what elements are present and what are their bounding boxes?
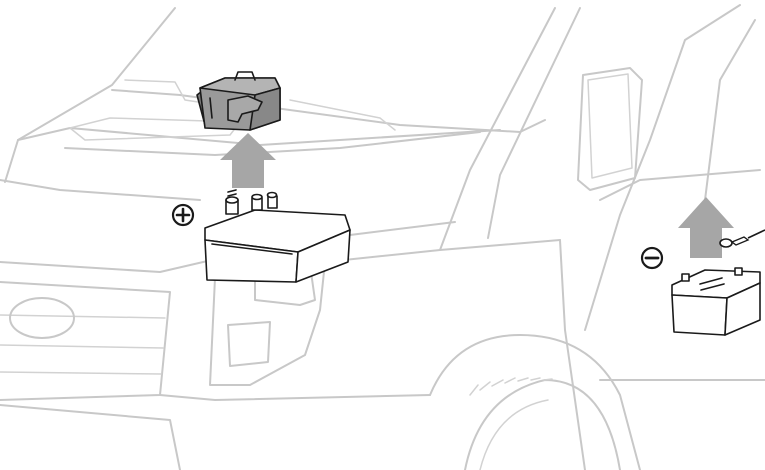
up-arrow-icon	[678, 197, 734, 258]
hood-crease	[64, 131, 481, 156]
battery-front	[671, 294, 728, 336]
bumper-top	[159, 394, 431, 401]
grille-outline	[0, 281, 171, 401]
terminal-cover	[196, 71, 281, 131]
positive-post	[734, 267, 743, 276]
a-pillar-left-line	[4, 7, 176, 183]
cover-clip	[227, 95, 263, 123]
plus-sign-icon	[175, 207, 191, 223]
fender-top	[324, 239, 561, 263]
terminal-post-cap	[225, 196, 239, 204]
ground-lead	[719, 229, 765, 248]
terminal-thread	[227, 189, 237, 197]
tyre-inner	[479, 399, 549, 470]
badge-oval	[9, 297, 75, 339]
cover-hinge	[234, 71, 256, 81]
bumper-line	[0, 404, 181, 470]
van-outline	[0, 4, 765, 470]
hood-side-line	[0, 179, 201, 201]
connector-b-cap	[266, 191, 278, 199]
ring-terminal-crimp	[730, 236, 750, 246]
battery-lid-edge	[211, 243, 293, 255]
grille-bars	[0, 314, 166, 375]
ring-terminal-icon	[719, 238, 733, 248]
battery-side	[724, 282, 761, 336]
arrow-cover-to-battery	[220, 133, 276, 188]
mirror-glass	[587, 73, 633, 179]
cover-top-face	[199, 77, 281, 96]
ground-cable	[747, 229, 765, 239]
headlamp-lower-lens	[227, 321, 271, 367]
door-frame-line	[584, 4, 741, 331]
negative-symbol	[640, 246, 664, 270]
battery-vent-lines	[699, 277, 725, 291]
tyre-tread	[469, 377, 553, 396]
up-arrow-icon	[220, 133, 276, 188]
positive-symbol	[171, 203, 195, 227]
wheel-arch	[429, 334, 641, 470]
door-front-edge	[559, 239, 586, 470]
a-pillar-edge-line	[487, 7, 581, 239]
cover-side-face	[249, 87, 281, 131]
cover-edge-detail	[209, 97, 213, 119]
front-battery	[204, 189, 351, 283]
negative-post	[681, 273, 690, 282]
tyre-outline	[464, 379, 621, 470]
connector-a-cap	[251, 193, 263, 201]
terminal-connectors	[251, 191, 278, 211]
positive-terminal	[225, 189, 239, 215]
battery-side	[295, 229, 351, 283]
door-belt-line	[599, 169, 761, 201]
door-rear-line	[704, 19, 756, 201]
mirror-head	[577, 67, 643, 191]
ground-battery	[671, 267, 761, 336]
cowl-line	[111, 89, 546, 133]
wiper-right	[289, 99, 396, 131]
hood-rear-edge	[17, 127, 501, 146]
arrow-ground-lead	[678, 197, 734, 258]
